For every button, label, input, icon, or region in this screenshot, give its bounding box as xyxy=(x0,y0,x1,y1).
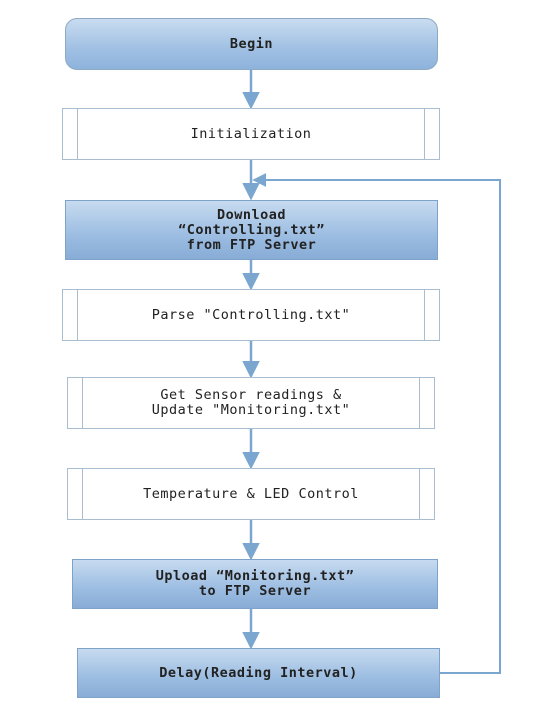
delay-node: Delay(Reading Interval) xyxy=(77,648,440,698)
parse-node: Parse "Controlling.txt" xyxy=(62,289,440,341)
download-node: Download “Controlling.txt” from FTP Serv… xyxy=(65,200,438,260)
temperature-node: Temperature & LED Control xyxy=(67,468,435,520)
begin-node: Begin xyxy=(65,18,438,70)
sensor-node: Get Sensor readings & Update "Monitoring… xyxy=(67,377,435,429)
initialization-node: Initialization xyxy=(62,108,440,160)
loop-back-arrow xyxy=(252,173,501,674)
upload-node: Upload “Monitoring.txt” to FTP Server xyxy=(72,559,438,609)
